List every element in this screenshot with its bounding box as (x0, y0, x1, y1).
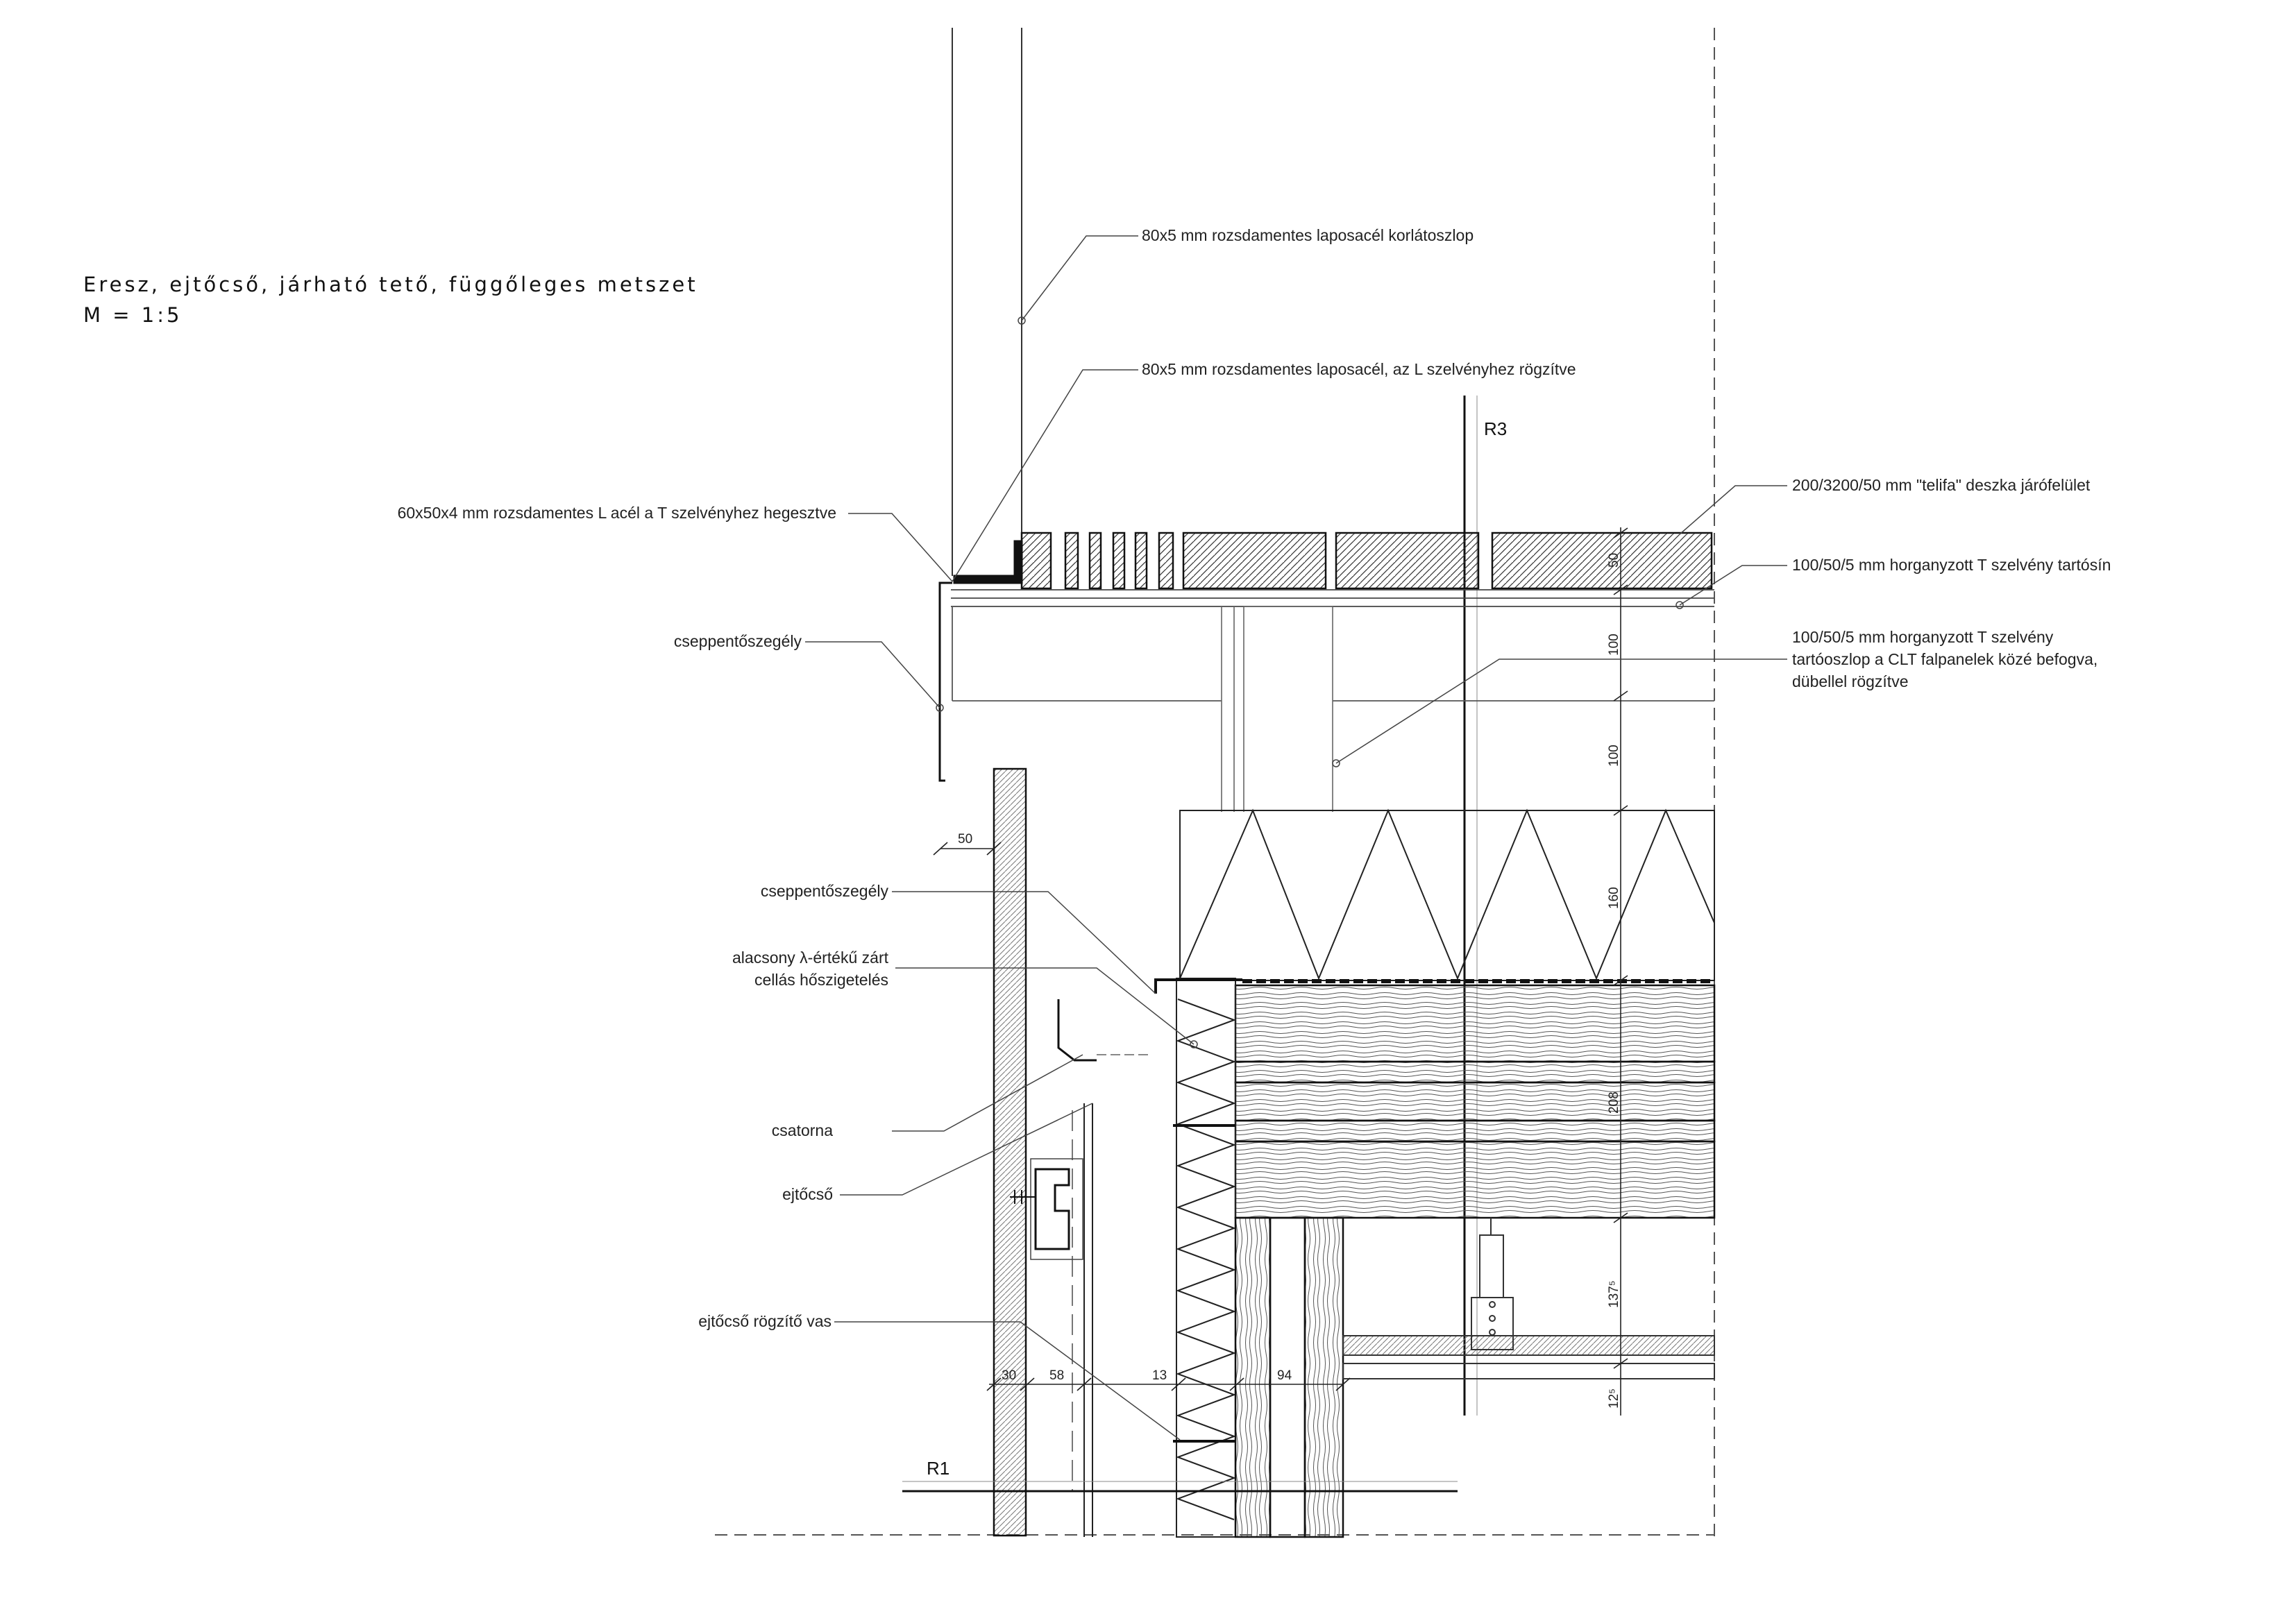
axis-r1: R1 (902, 1458, 1458, 1493)
railing-post (952, 28, 1022, 576)
horizontal-dimension-texts: 50 30 58 13 94 (958, 832, 1292, 1383)
t-support-post (1221, 606, 1333, 812)
dim-58: 58 (1049, 1368, 1064, 1383)
label-gutter: csatorna (772, 1121, 833, 1139)
dim-13: 13 (1152, 1368, 1167, 1383)
label-insulation-1: alacsony λ-értékű zárt (732, 949, 889, 967)
top-drip-edge (938, 581, 952, 782)
ceiling-hanger (1342, 1218, 1715, 1379)
scale-line: M = 1:5 (83, 303, 183, 327)
leader-lines (805, 235, 1787, 1441)
dim-50-top: 50 (1607, 553, 1621, 568)
dim-208: 208 (1607, 1091, 1621, 1114)
label-downpipe: ejtőcső (782, 1185, 833, 1203)
dim-160: 160 (1607, 887, 1621, 909)
label-t-post-1: 100/50/5 mm horganyzott T szelvény (1792, 628, 2054, 646)
label-drip-edge-mid: cseppentőszegély (761, 882, 889, 900)
t-rail (951, 589, 1714, 607)
label-drip-edge-top: cseppentőszegély (674, 632, 802, 650)
drawing-title: Eresz, ejtőcső, járható tető, függőleges… (83, 269, 698, 330)
dim-100-a: 100 (1607, 634, 1621, 656)
label-insulation-2: cellás hőszigetelés (754, 971, 888, 989)
label-flat-steel: 80x5 mm rozsdamentes laposacél, az L sze… (1142, 360, 1576, 378)
dim-30: 30 (1002, 1368, 1016, 1383)
annotation-labels: 80x5 mm rozsdamentes laposacél korlátosz… (398, 226, 2111, 1330)
vertical-dimension-texts: 50 100 100 160 208 137⁵ 12⁵ (1607, 553, 1621, 1409)
label-t-rail: 100/50/5 mm horganyzott T szelvény tartó… (1792, 556, 2111, 574)
dim-100-b: 100 (1607, 745, 1621, 767)
wall-insulation (1176, 978, 1236, 1538)
downpipe (1072, 1103, 1093, 1537)
horizontal-dimensions (933, 842, 1351, 1391)
vertical-dimension-chain (1613, 527, 1628, 1416)
facade-cladding (993, 767, 1027, 1537)
label-downpipe-bracket: ejtőcső rögzítő vas (698, 1312, 832, 1330)
dim-137: 137⁵ (1607, 1280, 1621, 1308)
dim-94: 94 (1277, 1368, 1292, 1383)
section-boundaries (715, 28, 1715, 1537)
axis-r1-label: R1 (927, 1458, 949, 1479)
dim-12: 12⁵ (1607, 1388, 1621, 1409)
dim-50-left: 50 (958, 832, 972, 847)
label-t-post-2: tartóoszlop a CLT falpanelek közé befogv… (1792, 650, 2097, 668)
title-line: Eresz, ejtőcső, járható tető, függőleges… (83, 273, 698, 296)
l-steel-angle (953, 540, 1023, 584)
gutter (1057, 999, 1152, 1062)
roof-insulation (1179, 808, 1715, 981)
label-railing-post: 80x5 mm rozsdamentes laposacél korlátosz… (1142, 226, 1474, 244)
downpipe-bracket (1010, 1158, 1083, 1260)
label-l-steel: 60x50x4 mm rozsdamentes L acél a T szelv… (398, 504, 836, 522)
label-deck: 200/3200/50 mm "telifa" deszka járófelül… (1792, 476, 2091, 494)
label-t-post-3: dübellel rögzítve (1792, 672, 1909, 690)
mid-drip-edge (1154, 978, 1242, 1443)
clt-roof-panel (1234, 984, 1716, 1219)
fascia-box (952, 606, 1714, 702)
axis-r3-label: R3 (1484, 418, 1507, 439)
deck-boards (1020, 532, 1713, 590)
